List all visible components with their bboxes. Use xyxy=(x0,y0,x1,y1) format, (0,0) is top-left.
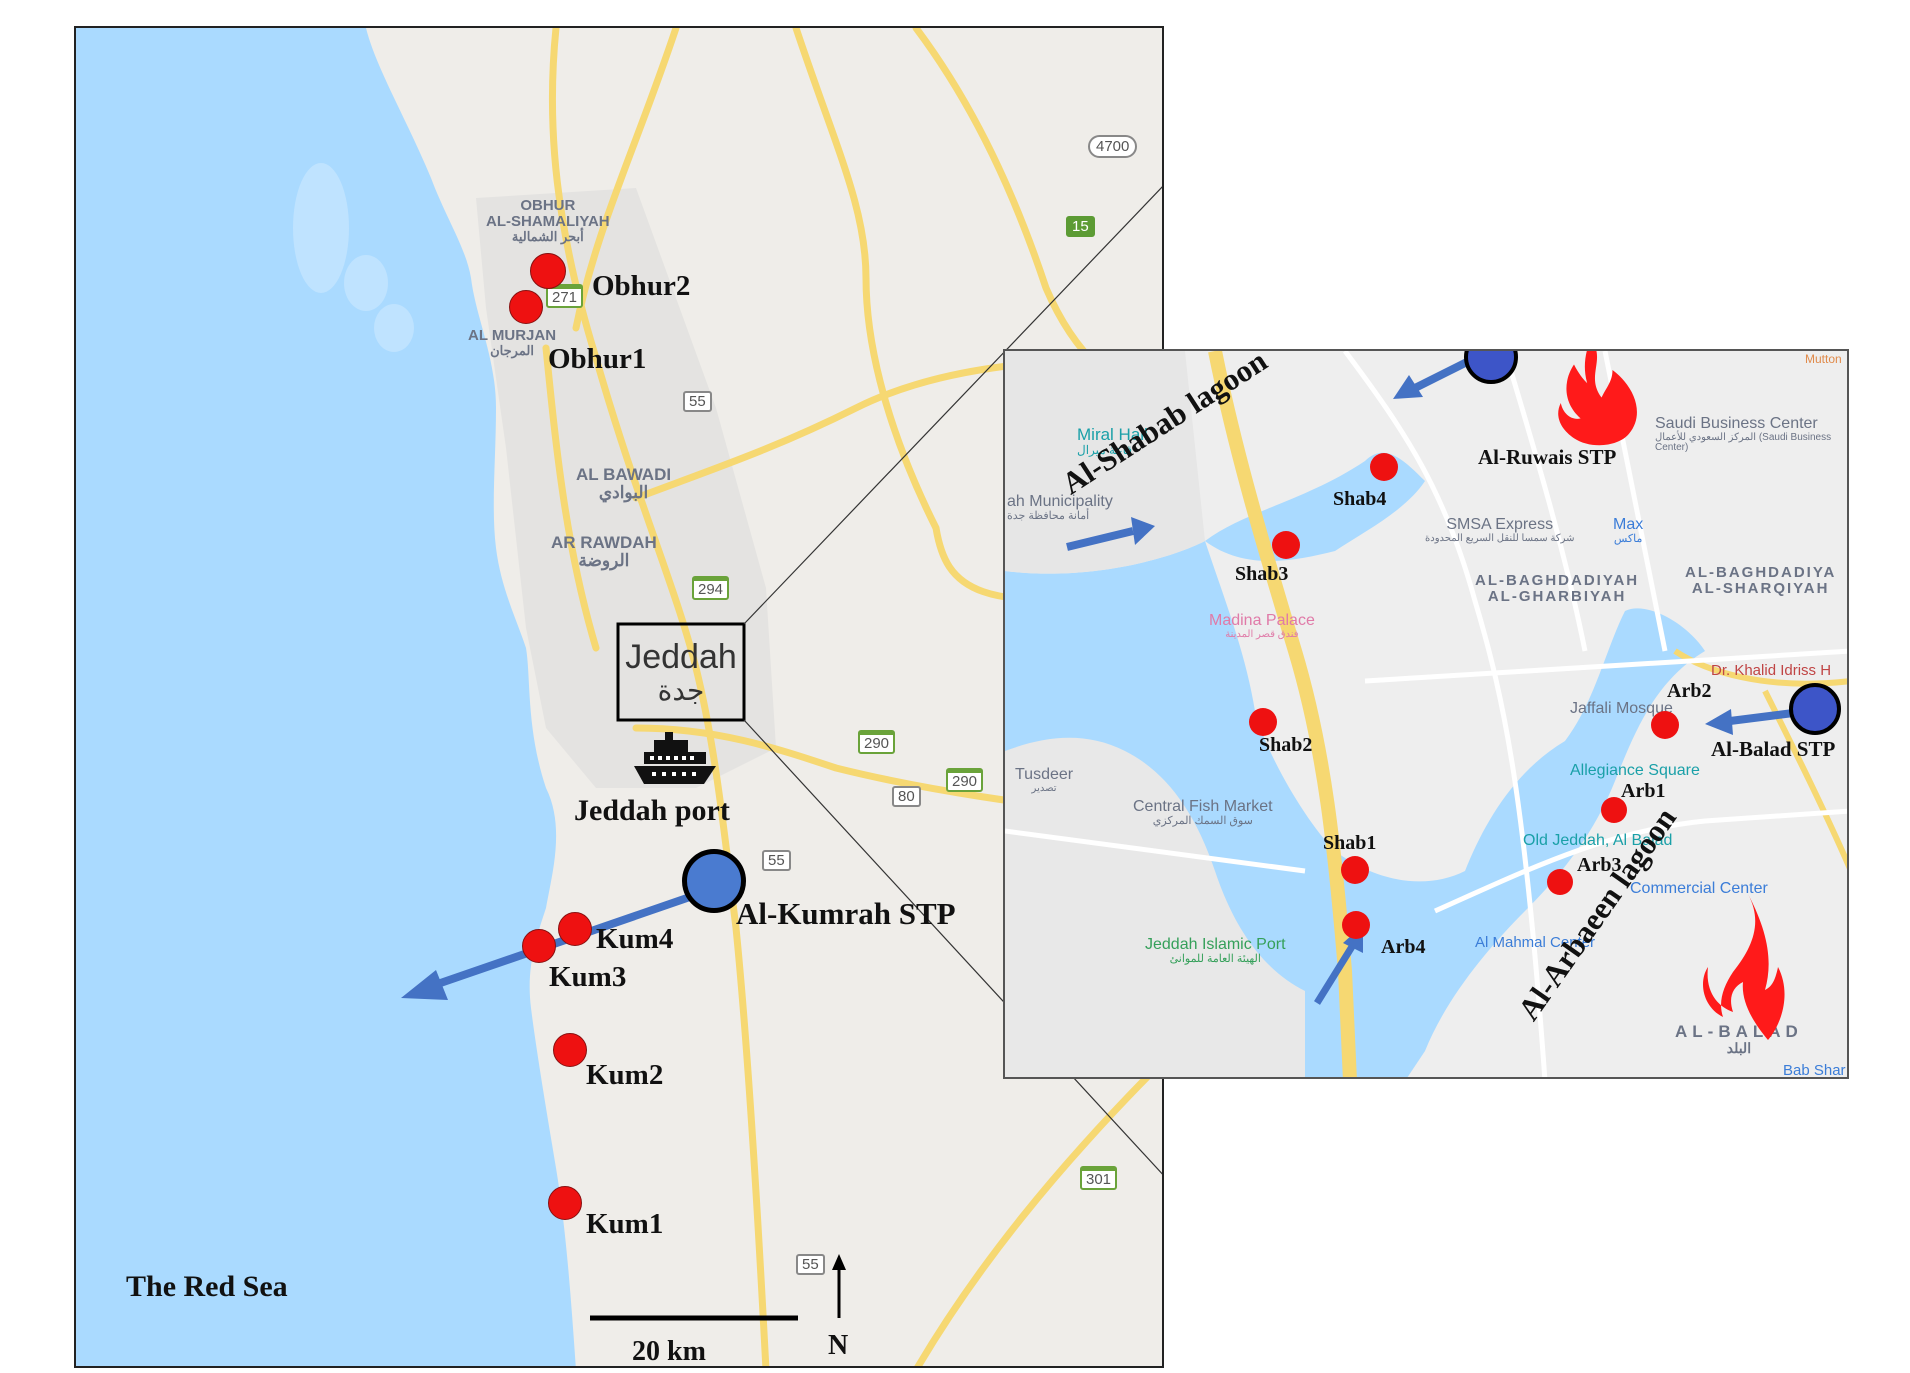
stp-label-al-balad: Al-Balad STP xyxy=(1711,737,1836,761)
district-obhur: OBHUR AL-SHAMALIYAH أبحر الشمالية xyxy=(486,197,610,244)
site-label-arb4: Arb4 xyxy=(1381,936,1426,958)
stp-marker-al-kumrah[interactable] xyxy=(682,849,746,913)
site-marker-obhur1[interactable] xyxy=(509,290,543,324)
flame-icon-north xyxy=(1558,351,1637,446)
site-marker-shab2[interactable] xyxy=(1249,708,1277,736)
place-al-mahmal: Al Mahmal Center xyxy=(1475,934,1596,951)
district-al-murjan: AL MURJAN المرجان xyxy=(468,327,557,358)
place-mutton: Mutton xyxy=(1805,352,1842,366)
district-ar-rawdah: AR RAWDAH الروضة xyxy=(551,533,657,570)
main-map[interactable]: OBHUR AL-SHAMALIYAH أبحر الشمالية AL MUR… xyxy=(74,26,1164,1368)
city-label-jeddah: Jeddah جدة xyxy=(625,638,737,706)
district-baghdadiyah-gharbiyah: AL-BAGHDADIYAH AL-GHARBIYAH xyxy=(1475,572,1640,605)
place-bab-shar: Bab Shar xyxy=(1783,1062,1846,1079)
site-label-shab4: Shab4 xyxy=(1333,488,1387,510)
road-shield-301: 301 xyxy=(1080,1166,1118,1190)
site-label-arb2: Arb2 xyxy=(1667,680,1712,702)
site-label-shab1: Shab1 xyxy=(1323,832,1377,854)
road-shield-290-a: 290 xyxy=(858,730,896,754)
road-shield-80: 80 xyxy=(892,786,921,807)
site-label-arb1: Arb1 xyxy=(1621,780,1666,802)
road-shield-290-b: 290 xyxy=(946,768,984,792)
road-shield-294: 294 xyxy=(692,576,730,600)
site-label-kum2: Kum2 xyxy=(586,1059,664,1091)
place-old-jeddah: Old Jeddah, Al Balad xyxy=(1523,832,1673,849)
site-label-kum4: Kum4 xyxy=(596,923,674,955)
site-label-arb3: Arb3 xyxy=(1577,854,1622,876)
port-label: Jeddah port xyxy=(574,794,730,827)
site-marker-kum3[interactable] xyxy=(522,929,556,963)
site-marker-arb2[interactable] xyxy=(1651,711,1679,739)
place-commercial-center: Commercial Center xyxy=(1630,880,1768,897)
main-map-basemap xyxy=(76,28,1162,1366)
road-shield-15: 15 xyxy=(1066,216,1095,237)
north-label: N xyxy=(828,1330,849,1361)
jeddah-inset-box xyxy=(616,622,746,722)
site-label-obhur2: Obhur2 xyxy=(592,270,691,302)
site-marker-shab4[interactable] xyxy=(1370,453,1398,481)
site-marker-obhur2[interactable] xyxy=(530,253,566,289)
ship-icon xyxy=(634,732,716,784)
stp-label-al-ruwais: Al-Ruwais STP xyxy=(1478,445,1617,469)
district-baghdadiyah-sharqiyah: AL-BAGHDADIYA AL-SHARQIYAH xyxy=(1685,564,1837,597)
site-marker-arb3[interactable] xyxy=(1547,869,1573,895)
sea-label: The Red Sea xyxy=(126,1270,288,1303)
site-label-kum1: Kum1 xyxy=(586,1208,664,1240)
place-jaffali-mosque: Jaffali Mosque xyxy=(1570,700,1673,717)
site-label-kum3: Kum3 xyxy=(549,961,627,993)
site-label-shab3: Shab3 xyxy=(1235,563,1289,585)
road-shield-271: 271 xyxy=(546,284,584,308)
stp-marker-al-balad[interactable] xyxy=(1789,683,1841,735)
site-marker-kum4[interactable] xyxy=(558,912,592,946)
road-shield-55-north: 55 xyxy=(683,391,712,412)
site-marker-shab3[interactable] xyxy=(1272,531,1300,559)
site-marker-arb4[interactable] xyxy=(1342,911,1370,939)
road-shield-55-south: 55 xyxy=(762,850,791,871)
site-marker-kum2[interactable] xyxy=(553,1033,587,1067)
site-label-shab2: Shab2 xyxy=(1259,734,1313,756)
site-marker-arb1[interactable] xyxy=(1601,797,1627,823)
road-shield-4700: 4700 xyxy=(1088,135,1138,158)
place-dr-khalid-idriss: Dr. Khalid Idriss H xyxy=(1711,662,1832,679)
flame-icon-al-balad xyxy=(1703,894,1785,1040)
road-shield-55-bottom: 55 xyxy=(796,1254,825,1275)
stp-label-al-kumrah: Al-Kumrah STP xyxy=(736,896,956,931)
site-label-obhur1: Obhur1 xyxy=(548,343,647,375)
site-marker-shab1[interactable] xyxy=(1341,856,1369,884)
scale-bar-label: 20 km xyxy=(632,1336,706,1367)
site-marker-kum1[interactable] xyxy=(548,1186,582,1220)
place-allegiance-square: Allegiance Square xyxy=(1570,762,1700,779)
district-al-bawadi: AL BAWADI البوادي xyxy=(576,465,672,502)
